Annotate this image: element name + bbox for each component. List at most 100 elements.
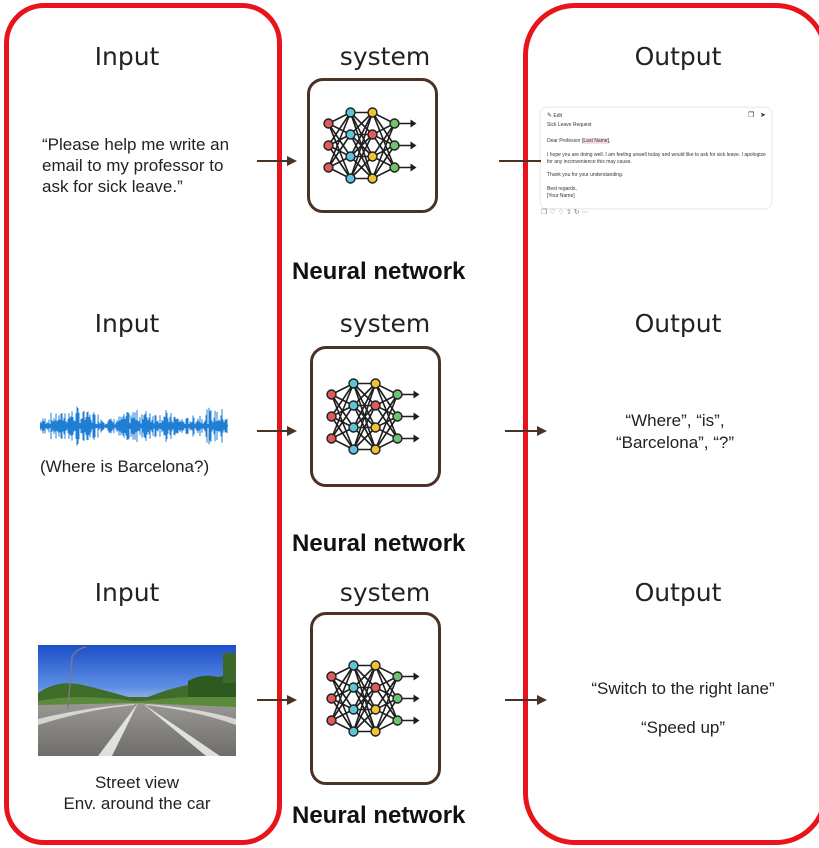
- thumbs-up-icon[interactable]: ♡: [549, 208, 558, 216]
- nn-connection: [330, 383, 355, 417]
- nn-output-arrowhead: [413, 716, 420, 725]
- neural-network-box: [307, 78, 438, 213]
- refresh-icon[interactable]: ↻: [573, 208, 582, 216]
- greeting-prefix: Dear Professor: [547, 138, 583, 144]
- nn-node: [389, 162, 400, 173]
- nn-connection: [371, 123, 396, 179]
- nn-node: [323, 140, 334, 151]
- neural-network-icon: [323, 107, 417, 184]
- neural-network-icon: [326, 378, 420, 455]
- arrow-input-to-system: [257, 426, 297, 436]
- nn-connection: [352, 687, 377, 732]
- nn-connection: [374, 394, 399, 428]
- input-header: Input: [94, 578, 160, 607]
- nn-connection: [374, 698, 399, 732]
- output-header: Output: [634, 309, 722, 338]
- email-greeting: Dear Professor [Last Name],: [547, 138, 610, 145]
- nn-connection: [352, 665, 377, 710]
- nn-connection: [330, 665, 355, 721]
- nn-connection: [352, 383, 377, 450]
- nn-node: [323, 162, 334, 173]
- nn-node: [392, 715, 403, 726]
- nn-node: [326, 389, 337, 400]
- nn-connection: [327, 112, 352, 168]
- edit-icon[interactable]: ✎: [547, 113, 553, 119]
- nn-output-arrowhead: [410, 141, 417, 150]
- nn-node: [389, 118, 400, 129]
- email-body-line: I hope you are doing well. I am feeling …: [547, 152, 766, 158]
- street-view-caption: Street view Env. around the car: [36, 772, 238, 814]
- nn-node: [348, 378, 359, 389]
- copy-icon[interactable]: ❐: [541, 208, 550, 216]
- output-header: Output: [634, 42, 722, 71]
- email-closing: Best regards,: [547, 186, 577, 192]
- nn-node: [326, 671, 337, 682]
- street-view-caption-line: Street view: [94, 773, 180, 792]
- email-thanks: Thank you for your understanding.: [547, 172, 624, 178]
- nn-node: [326, 411, 337, 422]
- nn-output-arrowhead: [413, 390, 420, 399]
- nn-node: [370, 378, 381, 389]
- prompt-text: “Please help me write an email to my pro…: [42, 134, 229, 197]
- nn-node: [323, 118, 334, 129]
- nn-connection: [352, 665, 377, 732]
- email-subject: Sick Leave Request: [547, 122, 592, 128]
- edit-label[interactable]: Edit: [553, 113, 563, 119]
- send-icon[interactable]: ➤: [760, 112, 766, 119]
- nn-node: [370, 444, 381, 455]
- input-header: Input: [94, 42, 160, 71]
- neural-network-box: [310, 346, 441, 487]
- nn-node: [345, 151, 356, 162]
- prompt-line: ask for sick leave.”: [42, 177, 183, 196]
- system-header: system: [339, 578, 431, 607]
- prompt-line: email to my professor to: [42, 156, 224, 175]
- nn-node: [370, 726, 381, 737]
- nn-node: [348, 422, 359, 433]
- speech-output-text: “Where”, “is”, “Barcelona”, “?”: [580, 410, 770, 454]
- nn-connection: [374, 676, 399, 710]
- neural-network-label: Neural network: [292, 530, 466, 557]
- nn-node: [345, 129, 356, 140]
- share-icon[interactable]: ⇧: [565, 208, 574, 216]
- input-header: Input: [94, 309, 160, 338]
- nn-node: [345, 173, 356, 184]
- nn-connection: [374, 676, 399, 732]
- nn-node: [392, 411, 403, 422]
- arrow-system-to-output: [505, 426, 547, 436]
- nn-connection: [349, 112, 374, 179]
- nn-node: [392, 389, 403, 400]
- nn-node: [392, 671, 403, 682]
- nn-connection: [352, 405, 377, 450]
- nn-connection: [349, 134, 374, 179]
- more-icon[interactable]: ⋯: [581, 208, 591, 216]
- nn-connection: [327, 112, 352, 146]
- nn-node: [326, 693, 337, 704]
- driving-output-text: “Switch to the right lane” “Speed up”: [553, 669, 813, 747]
- nn-connection: [371, 145, 396, 179]
- greeting-name: [Last Name]: [582, 138, 609, 144]
- nn-connection: [327, 134, 352, 168]
- nn-node: [348, 682, 359, 693]
- email-action-bar: ❐♡♢⇧↻⋯: [541, 208, 591, 216]
- nn-connection: [330, 687, 355, 721]
- nn-node: [326, 433, 337, 444]
- arrow-input-to-system: [257, 156, 297, 166]
- copy-icon[interactable]: ❐: [748, 112, 755, 119]
- audio-caption: (Where is Barcelona?): [40, 457, 210, 476]
- email-signature: [Your Name]: [547, 193, 575, 199]
- nn-node: [367, 107, 378, 118]
- nn-node: [370, 704, 381, 715]
- driving-output-line: “Switch to the right lane”: [591, 679, 775, 698]
- nn-output-arrowhead: [410, 163, 417, 172]
- nn-connection: [374, 416, 399, 450]
- nn-node: [367, 151, 378, 162]
- nn-connection: [330, 383, 355, 439]
- nn-node: [392, 693, 403, 704]
- system-header: system: [339, 42, 431, 71]
- nn-node: [389, 140, 400, 151]
- nn-output-arrowhead: [410, 119, 417, 128]
- nn-output-arrowhead: [413, 412, 420, 421]
- thumbs-down-icon[interactable]: ♢: [557, 208, 566, 216]
- nn-connection: [330, 665, 355, 699]
- nn-node: [370, 400, 381, 411]
